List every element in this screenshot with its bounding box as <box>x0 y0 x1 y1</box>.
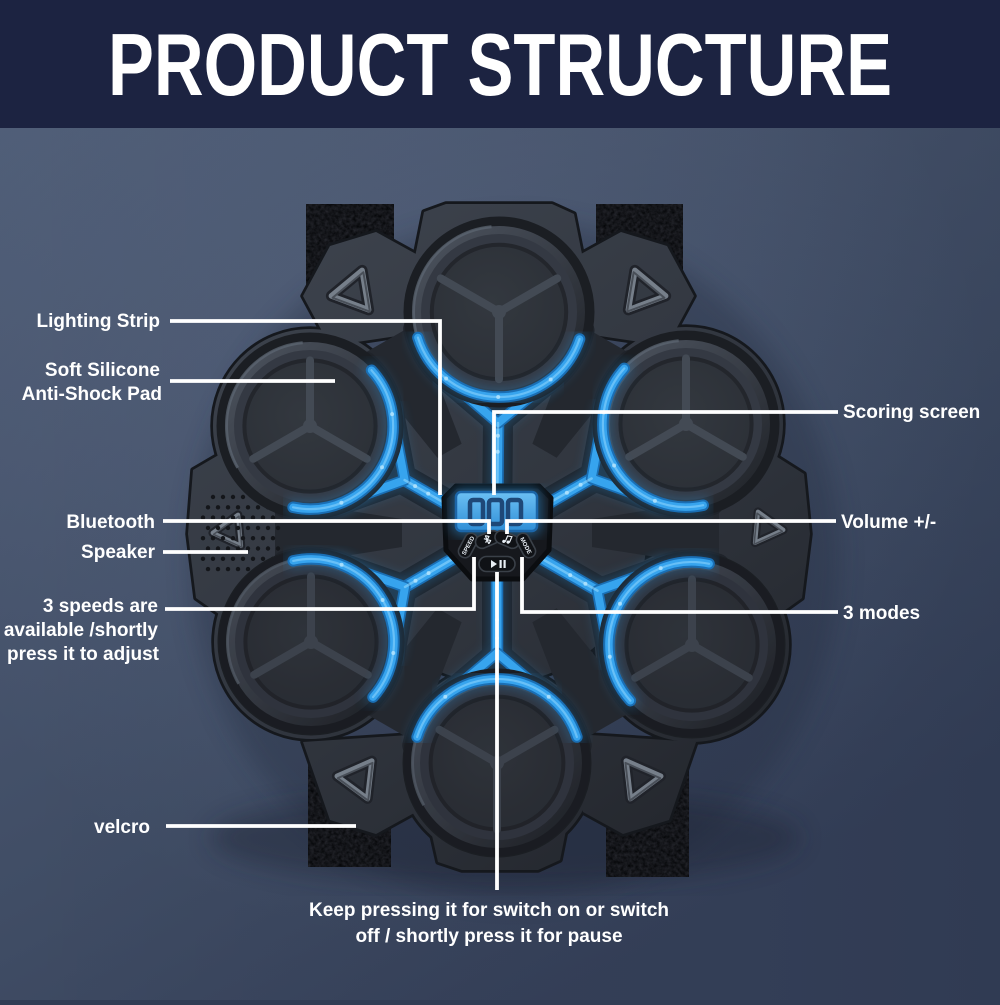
svg-text:3 modes: 3 modes <box>843 603 920 624</box>
svg-text:Scoring screen: Scoring screen <box>843 402 980 423</box>
svg-text:Soft Silicone: Soft Silicone <box>45 360 160 381</box>
svg-text:press it to adjust: press it to adjust <box>7 644 160 665</box>
svg-text:Volume +/-: Volume +/- <box>841 512 936 533</box>
svg-text:PRODUCT STRUCTURE: PRODUCT STRUCTURE <box>108 15 892 114</box>
svg-text:available /shortly: available /shortly <box>4 620 159 641</box>
svg-text:Keep pressing it for switch on: Keep pressing it for switch on or switch <box>309 900 669 921</box>
svg-text:3 speeds are: 3 speeds are <box>43 596 158 617</box>
svg-text:velcro: velcro <box>94 817 150 838</box>
svg-text:Speaker: Speaker <box>81 542 156 563</box>
svg-text:Lighting Strip: Lighting Strip <box>37 311 160 332</box>
svg-text:Bluetooth: Bluetooth <box>66 512 155 533</box>
svg-text:off / shortly press it for pau: off / shortly press it for pause <box>355 926 622 947</box>
svg-text:Anti-Shock Pad: Anti-Shock Pad <box>22 384 162 405</box>
